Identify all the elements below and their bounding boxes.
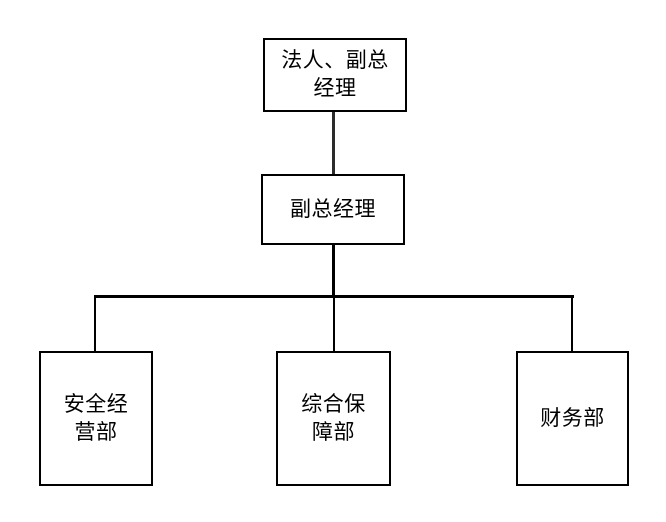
org-node-legal-deputy-gm: 法人、副总 经理 xyxy=(263,38,407,112)
org-node-comprehensive-support-dept: 综合保 障部 xyxy=(276,351,391,486)
org-node-finance-dept-label: 财务部 xyxy=(540,406,605,430)
connector-root-to-deputy xyxy=(332,112,335,174)
org-node-deputy-gm-label: 副总经理 xyxy=(290,197,376,221)
org-node-safety-operations-dept-label: 安全经 营部 xyxy=(63,392,129,444)
connector-horizontal-bus xyxy=(94,295,574,298)
connector-bus-to-safety xyxy=(94,295,96,351)
org-node-safety-operations-dept: 安全经 营部 xyxy=(39,351,153,486)
connector-bus-to-support xyxy=(333,298,335,351)
org-node-deputy-gm: 副总经理 xyxy=(261,174,405,245)
org-node-legal-deputy-gm-label: 法人、副总 经理 xyxy=(281,49,389,100)
connector-bus-to-finance xyxy=(571,295,573,351)
connector-deputy-to-bus xyxy=(332,245,335,298)
org-node-comprehensive-support-dept-label: 综合保 障部 xyxy=(301,392,366,444)
org-node-finance-dept: 财务部 xyxy=(516,351,629,486)
